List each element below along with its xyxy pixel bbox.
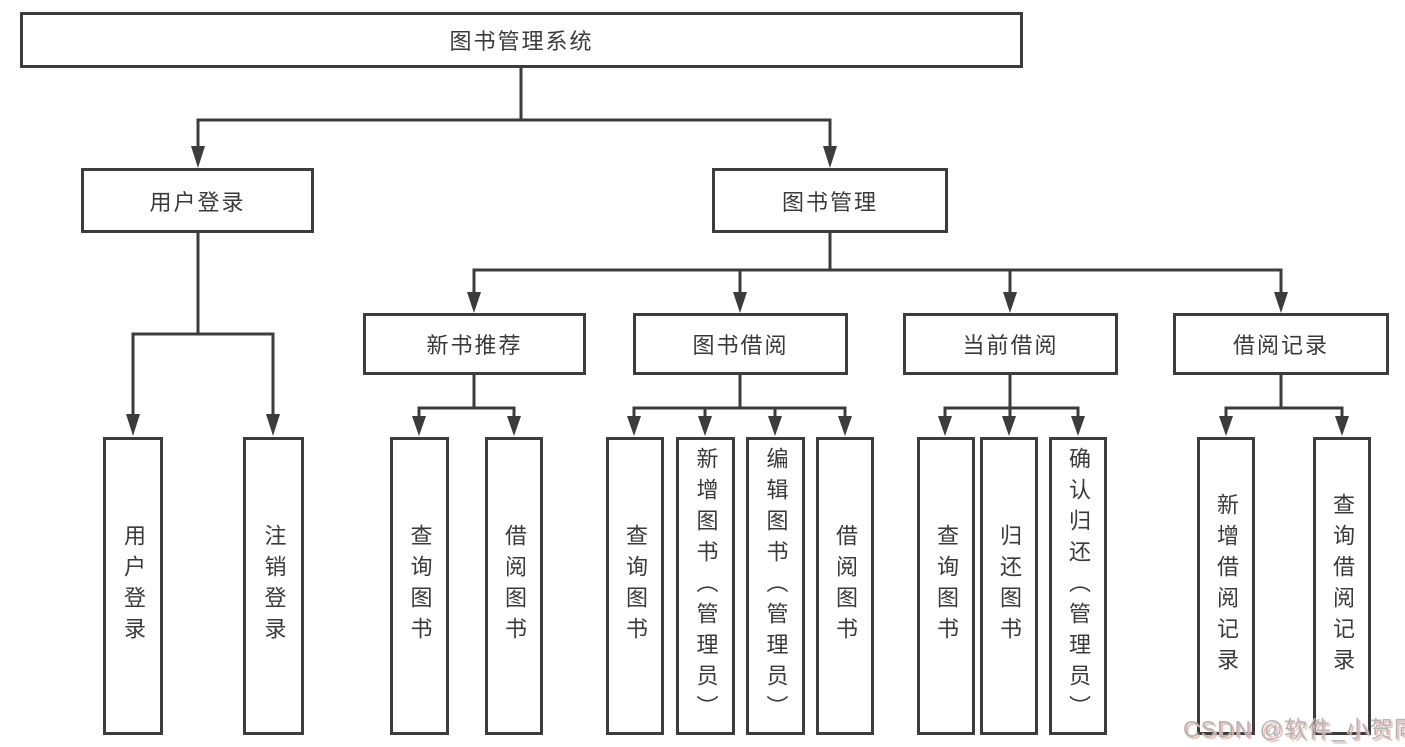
node-user-login-label: 用户登录 xyxy=(149,189,246,215)
leaf-borrow-query-books-label: 查询图书 xyxy=(623,524,648,648)
csdn-watermark: CSDN @软件_小贺同学 xyxy=(1183,716,1405,742)
node-borrow-record-label: 借阅记录 xyxy=(1232,333,1329,358)
leaf-add-borrow-record: 新增借阅记录 xyxy=(1197,437,1255,735)
leaf-return-books-label: 归还图书 xyxy=(997,524,1022,648)
leaf-current-query-books: 查询图书 xyxy=(917,437,975,735)
leaf-add-books-admin: 新增图书（管理员） xyxy=(676,437,735,735)
leaf-logout: 注销登录 xyxy=(243,437,304,735)
leaf-borrow-books-label: 借阅图书 xyxy=(833,524,858,648)
node-book-management-label: 图书管理 xyxy=(781,189,878,215)
leaf-user-login: 用户登录 xyxy=(103,437,163,735)
leaf-add-books-admin-label: 新增图书（管理员） xyxy=(693,446,719,726)
node-root-label: 图书管理系统 xyxy=(449,29,594,54)
leaf-edit-books-admin-label: 编辑图书（管理员） xyxy=(763,446,789,726)
leaf-query-borrow-record: 查询借阅记录 xyxy=(1313,437,1371,735)
node-book-borrow: 图书借阅 xyxy=(633,313,848,375)
leaf-confirm-return-admin: 确认归还（管理员） xyxy=(1049,437,1107,735)
node-new-book-recommend: 新书推荐 xyxy=(363,313,586,375)
node-current-borrow: 当前借阅 xyxy=(903,313,1118,375)
leaf-recommend-borrow-books: 借阅图书 xyxy=(485,437,543,735)
leaf-confirm-return-admin-label: 确认归还（管理员） xyxy=(1066,446,1091,726)
node-borrow-record: 借阅记录 xyxy=(1173,313,1389,375)
node-new-book-recommend-label: 新书推荐 xyxy=(426,333,523,358)
leaf-recommend-query-books-label: 查询图书 xyxy=(407,524,433,648)
node-book-borrow-label: 图书借阅 xyxy=(692,333,789,358)
leaf-recommend-borrow-books-label: 借阅图书 xyxy=(502,524,527,648)
leaf-user-login-label: 用户登录 xyxy=(121,524,146,648)
node-root: 图书管理系统 xyxy=(20,12,1023,68)
leaf-borrow-query-books: 查询图书 xyxy=(606,437,664,735)
leaf-query-borrow-record-label: 查询借阅记录 xyxy=(1330,493,1355,679)
leaf-borrow-books: 借阅图书 xyxy=(816,437,874,735)
node-book-management: 图书管理 xyxy=(712,168,948,233)
leaf-edit-books-admin: 编辑图书（管理员） xyxy=(746,437,805,735)
node-user-login: 用户登录 xyxy=(81,168,314,233)
leaf-current-query-books-label: 查询图书 xyxy=(934,524,959,648)
leaf-recommend-query-books: 查询图书 xyxy=(390,437,449,735)
leaf-add-borrow-record-label: 新增借阅记录 xyxy=(1214,493,1239,679)
arrow-heads xyxy=(126,146,1349,436)
leaf-return-books: 归还图书 xyxy=(980,437,1038,735)
node-current-borrow-label: 当前借阅 xyxy=(962,333,1059,358)
leaf-logout-label: 注销登录 xyxy=(261,524,287,648)
